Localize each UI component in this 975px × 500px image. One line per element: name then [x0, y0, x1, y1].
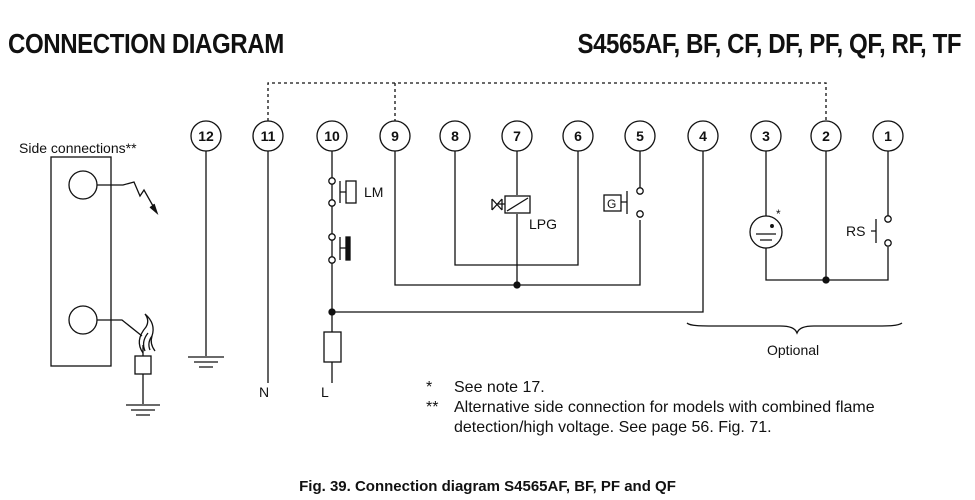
flame-icon	[138, 313, 156, 354]
flame-connector-icon	[68, 305, 98, 335]
g-label: G	[607, 197, 616, 211]
dashed-link	[267, 82, 827, 121]
lm-label: LM	[364, 184, 383, 200]
rs-label: RS	[846, 223, 865, 239]
lm-actuator	[345, 180, 357, 204]
note-text: See note 17.	[454, 379, 545, 396]
terminal-12-label: 12	[198, 128, 214, 144]
fuse-icon	[323, 331, 342, 363]
side-connections-label: Side connections**	[19, 140, 137, 156]
g-box	[603, 194, 622, 212]
lm-contact-bottom	[328, 199, 336, 207]
diagram-title: CONNECTION DIAGRAM	[8, 28, 284, 59]
bolt-arrowhead	[149, 203, 159, 216]
thermostat-contact-bottom	[328, 256, 336, 264]
rs-switch	[871, 219, 877, 243]
ground-icon	[126, 404, 160, 416]
note-3: detection/high voltage. See page 56. Fig…	[426, 418, 875, 438]
lpg-coil-slash	[506, 197, 529, 212]
lm-contact-top	[328, 177, 336, 185]
wire-4	[332, 151, 704, 313]
note-text: Alternative side connection for models w…	[454, 399, 875, 416]
note-mark	[426, 418, 454, 438]
notes: * See note 17. ** Alternative side conne…	[426, 378, 875, 438]
terminal-9-label: 9	[391, 128, 399, 144]
side-connection-block	[50, 156, 112, 367]
terminal-5-label: 5	[636, 128, 644, 144]
spark-connector-icon	[68, 170, 98, 200]
thermostat-contact-top	[328, 233, 336, 241]
lpg-valve-icon	[491, 198, 505, 211]
g-contact-bottom	[636, 210, 644, 218]
terminal-7-label: 7	[513, 128, 521, 144]
rs-contact-bottom	[884, 239, 892, 247]
indicator-lamp-icon	[749, 215, 783, 249]
thermostat-switch	[331, 237, 346, 260]
lamp-note-star: *	[776, 207, 781, 221]
optional-brace	[686, 322, 903, 335]
indicator-lamp-inner	[756, 233, 776, 241]
optional-label: Optional	[767, 342, 819, 358]
igniter-box	[134, 355, 152, 375]
terminal-1-label: 1	[884, 128, 892, 144]
terminal-8-label: 8	[451, 128, 459, 144]
note-text: detection/high voltage. See page 56. Fig…	[454, 419, 772, 436]
junction-dot	[822, 276, 830, 284]
lpg-label: LPG	[529, 216, 557, 232]
terminal-10-label: 10	[324, 128, 340, 144]
rs-contact-top	[884, 215, 892, 223]
flame-icon-inner	[142, 332, 153, 352]
terminal-6-label: 6	[574, 128, 582, 144]
note-2: ** Alternative side connection for model…	[426, 398, 875, 418]
note-mark: **	[426, 399, 439, 416]
indicator-lamp-dot	[770, 224, 774, 228]
note-mark: *	[426, 379, 433, 396]
model-list: S4565AF, BF, CF, DF, PF, QF, RF, TF	[577, 28, 961, 59]
neutral-label: N	[259, 384, 269, 400]
note-1: * See note 17.	[426, 378, 875, 398]
ground-12-icon	[188, 356, 224, 368]
flame-lead	[97, 319, 143, 337]
junction-dot	[328, 308, 336, 316]
terminal-11-label: 11	[261, 128, 276, 144]
g-switch	[621, 191, 628, 214]
terminal-2-label: 2	[822, 128, 830, 144]
terminal-4-label: 4	[699, 128, 707, 144]
lm-switch	[331, 181, 346, 203]
terminal-row: 12 11 10 9 8 7 6 5 4 3 2 1	[190, 120, 904, 152]
figure-caption: Fig. 39. Connection diagram S4565AF, BF,…	[299, 478, 676, 495]
terminal-3-label: 3	[762, 128, 770, 144]
line-label: L	[321, 384, 329, 400]
wire-3	[765, 151, 889, 281]
spark-bolt-icon	[97, 181, 158, 214]
thermostat-actuator	[345, 236, 351, 261]
g-contact-top	[636, 187, 644, 195]
